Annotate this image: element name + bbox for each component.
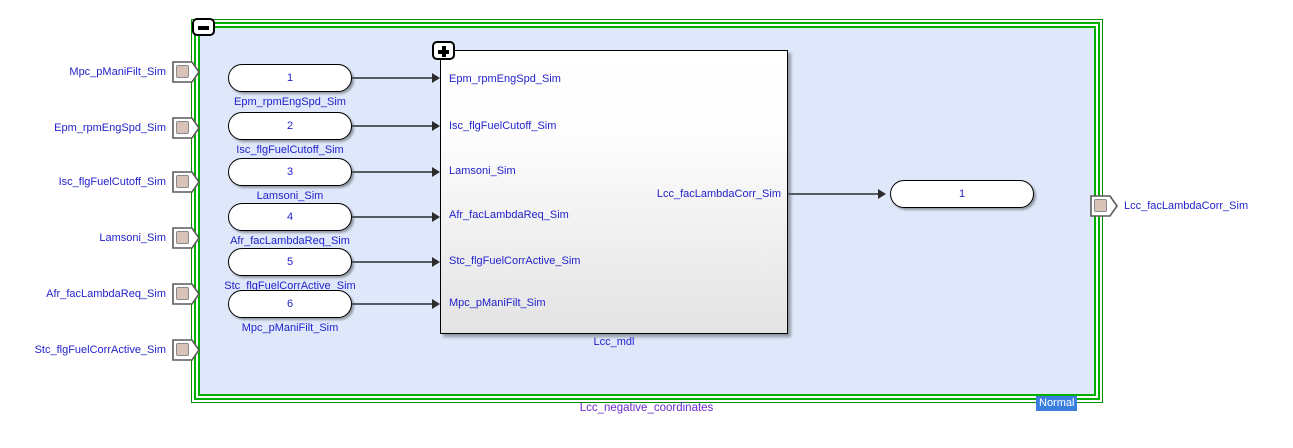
- inport-block-label-2: Isc_flgFuelCutoff_Sim: [236, 144, 344, 156]
- external-input-port-4[interactable]: [172, 283, 200, 305]
- subsystem-block-lcc-mdl[interactable]: Epm_rpmEngSpd_Sim Isc_flgFuelCutoff_Sim …: [440, 50, 788, 334]
- signal-line-5: [352, 261, 438, 263]
- external-input-label-4: Afr_facLambdaReq_Sim: [46, 288, 166, 300]
- external-input-port-3[interactable]: [172, 227, 200, 249]
- inport-block-number: 3: [286, 166, 294, 178]
- external-input-label-1: Epm_rpmEngSpd_Sim: [54, 122, 166, 134]
- inport-block-label-6: Mpc_pManiFilt_Sim: [241, 322, 339, 334]
- port-square-glyph: [1094, 199, 1107, 212]
- inport-block-number: 1: [286, 72, 294, 84]
- external-input-port-1[interactable]: [172, 117, 200, 139]
- inport-block-number: 5: [286, 256, 294, 268]
- signal-arrow-5: [432, 257, 440, 267]
- subsystem-output-label-0: Lcc_facLambdaCorr_Sim: [656, 188, 781, 200]
- signal-arrow-6: [432, 299, 440, 309]
- signal-line-4: [352, 216, 438, 218]
- signal-arrow-4: [432, 212, 440, 222]
- external-input-label-2: Isc_flgFuelCutoff_Sim: [58, 176, 166, 188]
- inport-block-number: 6: [286, 298, 294, 310]
- external-input-port-2[interactable]: [172, 171, 200, 193]
- signal-line-2: [352, 125, 438, 127]
- minus-icon[interactable]: [192, 18, 215, 36]
- port-square-glyph: [176, 65, 189, 78]
- signal-arrow-2: [432, 121, 440, 131]
- port-square-glyph: [176, 343, 189, 356]
- minus-icon-bar: [198, 26, 209, 30]
- diagram-name-label: Lcc_negative_coordinates: [579, 402, 714, 414]
- external-input-label-0: Mpc_pManiFilt_Sim: [69, 66, 166, 78]
- inport-block-1[interactable]: 1: [228, 64, 352, 92]
- external-input-label-3: Lamsoni_Sim: [99, 232, 166, 244]
- subsystem-input-label-3: Afr_facLambdaReq_Sim: [449, 209, 569, 221]
- signal-line-6: [352, 303, 438, 305]
- external-input-port-0[interactable]: [172, 61, 200, 83]
- subsystem-input-label-1: Isc_flgFuelCutoff_Sim: [449, 120, 557, 132]
- external-output-label-0: Lcc_facLambdaCorr_Sim: [1124, 200, 1249, 212]
- subsystem-input-label-2: Lamsoni_Sim: [449, 165, 516, 177]
- signal-arrow-3: [432, 167, 440, 177]
- inport-block-label-5: Stc_flgFuelCorrActive_Sim: [224, 280, 356, 292]
- inport-block-label-3: Lamsoni_Sim: [256, 190, 324, 202]
- plus-icon-vertical-bar: [441, 46, 446, 57]
- subsystem-input-label-4: Stc_flgFuelCorrActive_Sim: [449, 255, 581, 267]
- signal-line-1: [352, 77, 438, 79]
- subsystem-input-label-5: Mpc_pManiFilt_Sim: [449, 297, 546, 309]
- signal-arrow-1: [432, 73, 440, 83]
- signal-arrow-output: [878, 189, 886, 199]
- inport-block-2[interactable]: 2: [228, 112, 352, 140]
- port-square-glyph: [176, 121, 189, 134]
- port-square-glyph: [176, 287, 189, 300]
- subsystem-input-label-0: Epm_rpmEngSpd_Sim: [449, 73, 561, 85]
- inport-block-label-4: Afr_facLambdaReq_Sim: [230, 235, 350, 247]
- plus-icon[interactable]: [432, 41, 455, 60]
- inport-block-5[interactable]: 5: [228, 248, 352, 276]
- inport-block-3[interactable]: 3: [228, 158, 352, 186]
- outport-block-number: 1: [958, 188, 966, 200]
- inport-block-4[interactable]: 4: [228, 203, 352, 231]
- inport-block-label-1: Epm_rpmEngSpd_Sim: [234, 96, 346, 108]
- subsystem-block-name: Lcc_mdl: [593, 336, 635, 348]
- external-input-port-5[interactable]: [172, 339, 200, 361]
- outport-block-1[interactable]: 1: [890, 180, 1034, 208]
- inport-block-number: 2: [286, 120, 294, 132]
- inport-block-6[interactable]: 6: [228, 290, 352, 318]
- port-square-glyph: [176, 231, 189, 244]
- port-square-glyph: [176, 175, 189, 188]
- inport-block-number: 4: [286, 211, 294, 223]
- signal-line-output: [788, 193, 884, 195]
- signal-line-3: [352, 171, 438, 173]
- external-input-label-5: Stc_flgFuelCorrActive_Sim: [34, 344, 166, 356]
- simulation-mode-badge[interactable]: Normal: [1036, 396, 1078, 411]
- external-output-port-0[interactable]: [1090, 195, 1118, 217]
